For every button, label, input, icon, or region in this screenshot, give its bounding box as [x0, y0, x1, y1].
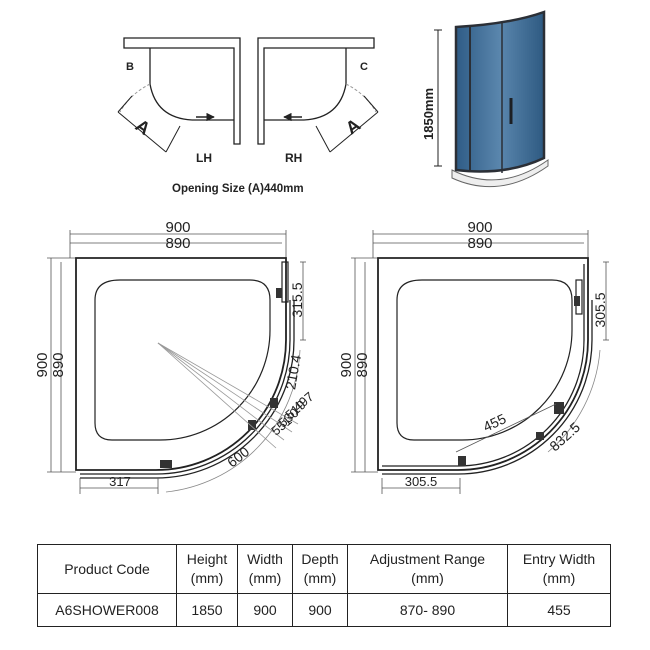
header-depth: Depth(mm) [292, 544, 348, 594]
cell-depth: 900 [292, 593, 348, 627]
opening-marker-left: A [132, 115, 154, 139]
cell-product-code: A6SHOWER008 [37, 593, 177, 627]
opening-size-caption: Opening Size (A)440mm [172, 183, 304, 195]
plan-right-inner-width: 890 [467, 235, 492, 252]
rh-door-diagram [257, 37, 379, 153]
lh-door-diagram [117, 37, 241, 153]
lh-label: LH [196, 151, 212, 165]
header-entry-width: Entry Width(mm) [507, 544, 611, 594]
header-adjustment-range: Adjustment Range(mm) [347, 544, 508, 594]
rh-label: RH [285, 151, 302, 165]
plan-left [47, 230, 306, 494]
marker-c: C [360, 61, 368, 73]
plan-left-bottom-offset: 317 [109, 474, 131, 489]
plan-left-inner-width: 890 [165, 235, 190, 252]
plan-right-outer-height: 900 [338, 352, 355, 377]
marker-b: B [126, 61, 134, 73]
cell-height: 1850 [176, 593, 238, 627]
header-height: Height(mm) [176, 544, 238, 594]
plan-right-side-offset: 305.5 [592, 292, 608, 327]
spec-table-header-row: Product Code Height(mm) Width(mm) Depth(… [37, 544, 611, 594]
plan-right-bottom-offset: 305.5 [405, 474, 438, 489]
cell-entry-width: 455 [507, 593, 611, 627]
shower-enclosure-illustration [434, 10, 549, 188]
plan-left-inner-height: 890 [50, 352, 67, 377]
plan-left-outer-width: 900 [165, 219, 190, 236]
spec-table-row: A6SHOWER008 1850 900 900 870- 890 455 [37, 593, 611, 627]
cell-adjustment-range: 870- 890 [347, 593, 508, 627]
cell-width: 900 [237, 593, 293, 627]
plan-left-outer-height: 900 [34, 352, 51, 377]
height-label: 1850mm [421, 88, 436, 140]
spec-table: Product Code Height(mm) Width(mm) Depth(… [37, 544, 611, 627]
plan-right-outer-width: 900 [467, 219, 492, 236]
plan-right [351, 230, 609, 494]
plan-left-side-offset: 315.5 [289, 282, 305, 317]
opening-marker-right: A [342, 115, 364, 139]
plan-right-inner-height: 890 [354, 352, 371, 377]
header-product-code: Product Code [37, 544, 177, 594]
header-width: Width(mm) [237, 544, 293, 594]
plan-left-arc-gap: 210.4 [282, 353, 304, 390]
